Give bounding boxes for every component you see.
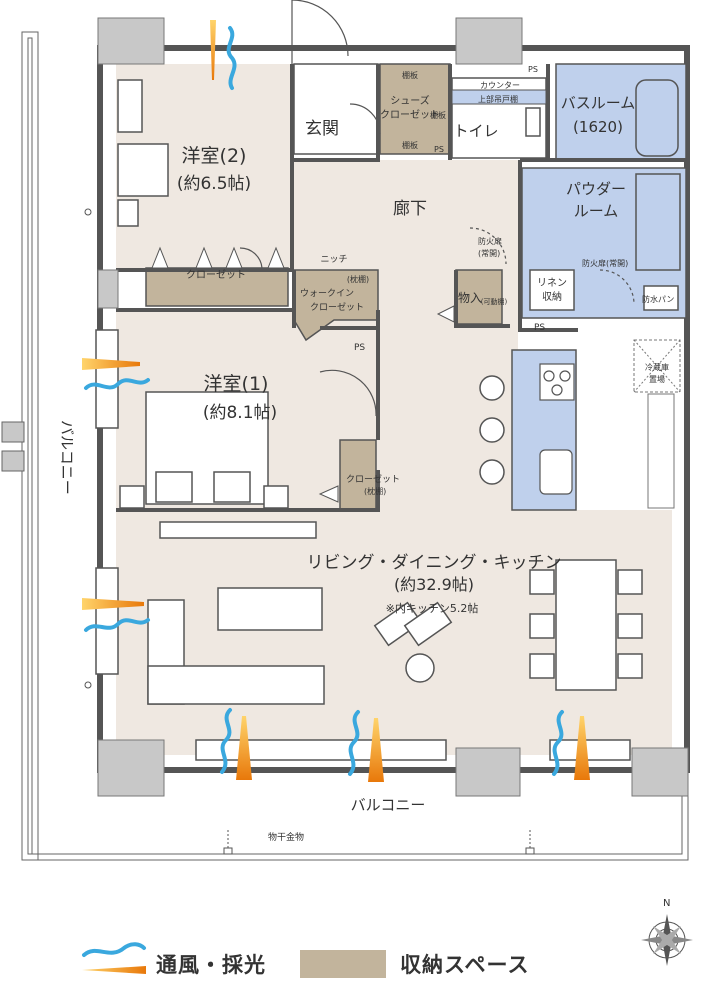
linen-storage bbox=[529, 269, 575, 311]
room-name-powder-2: ルーム bbox=[574, 202, 619, 220]
label-fire-door-1: 防火扉 bbox=[478, 236, 502, 246]
room-name-western-1: 洋室(1) bbox=[204, 373, 269, 395]
windows bbox=[95, 329, 631, 761]
room-name-ldk: リビング・ダイニング・キッチン bbox=[307, 553, 562, 573]
vent-bottom-1 bbox=[220, 708, 252, 780]
interior-walls bbox=[116, 64, 686, 512]
room-size-bathroom: (1620) bbox=[573, 118, 623, 136]
laundry-hanger bbox=[223, 830, 535, 855]
floor-areas bbox=[116, 64, 672, 755]
room-name-toilet: トイレ bbox=[453, 122, 498, 140]
legend-storage: 収納スペース bbox=[400, 942, 529, 986]
vent-left-1 bbox=[82, 358, 150, 390]
label-laundry: 物干金物 bbox=[268, 831, 304, 843]
ventilation-markers bbox=[82, 20, 590, 782]
label-closet-room1-shelf: (枕棚) bbox=[364, 486, 386, 496]
room-size-western-1: (約8.1帖) bbox=[203, 403, 277, 423]
label-waterproof-pan: 防水パン bbox=[642, 294, 674, 304]
compass: N bbox=[641, 898, 693, 966]
vent-left-2 bbox=[82, 598, 150, 632]
legend-ventilation-label: 通風・採光 bbox=[156, 953, 266, 977]
legend-ventilation: 通風・採光 bbox=[156, 942, 266, 986]
closet-doors bbox=[151, 246, 455, 503]
label-storeroom: 物入 bbox=[458, 291, 482, 305]
label-upper-cabinet: 上部吊戸棚 bbox=[478, 94, 518, 104]
vent-bottom-2 bbox=[348, 710, 384, 782]
label-linen-2: 収納 bbox=[542, 290, 562, 303]
label-shoes-shelf-mid: 棚板 bbox=[430, 110, 446, 120]
room-name-bathroom: バスルーム bbox=[561, 94, 636, 112]
label-fridge-2: 置場 bbox=[649, 374, 665, 384]
label-fridge-1: 冷蔵庫 bbox=[645, 362, 669, 372]
room-size-ldk: (約32.9帖) bbox=[394, 575, 474, 594]
label-balcony-bottom: バルコニー bbox=[351, 796, 426, 814]
label-ps-4: PS bbox=[534, 323, 545, 333]
room-note-ldk: ※内キッチン5.2帖 bbox=[386, 601, 479, 615]
label-ps-3: PS bbox=[354, 343, 365, 353]
label-ps-1: PS bbox=[434, 145, 444, 154]
room-name-western-2: 洋室(2) bbox=[182, 145, 247, 167]
vent-bottom-3 bbox=[552, 710, 590, 780]
room-size-western-2: (約6.5帖) bbox=[177, 174, 251, 194]
label-shoes-shelf-bot: 棚板 bbox=[402, 140, 418, 150]
structural-columns bbox=[97, 17, 689, 797]
label-closet-room1: クローゼット bbox=[346, 473, 400, 485]
label-niche: ニッチ bbox=[320, 254, 347, 265]
label-balcony-left: バルコニー bbox=[58, 420, 76, 495]
label-shoes-closet-2: クローゼット bbox=[380, 109, 440, 121]
compass-north-label: N bbox=[663, 898, 670, 909]
room-name-hallway: 廊下 bbox=[393, 199, 427, 219]
room-name-powder-1: パウダー bbox=[566, 180, 626, 198]
room-name-entrance: 玄関 bbox=[305, 119, 339, 139]
label-walkin-2: クローゼット bbox=[310, 301, 364, 313]
balcony-drains bbox=[84, 208, 92, 689]
label-closet-room2: クローゼット bbox=[186, 269, 246, 281]
entrance-floor bbox=[293, 63, 379, 155]
label-shoes-closet-1: シューズ bbox=[390, 94, 430, 107]
label-counter: カウンター bbox=[480, 81, 520, 90]
label-walkin-shelf: (枕棚) bbox=[347, 274, 369, 284]
label-walkin-1: ウォークイン bbox=[300, 288, 354, 299]
label-fire-door-1b: (常開) bbox=[478, 249, 500, 258]
legend-storage-swatch bbox=[300, 950, 386, 978]
storage-areas bbox=[145, 63, 503, 511]
vent-top bbox=[210, 20, 237, 90]
label-fire-door-2: 防火扉(常開) bbox=[582, 258, 628, 268]
label-linen-1: リネン bbox=[537, 277, 567, 289]
label-ps-2: PS bbox=[528, 65, 538, 74]
fridge-space bbox=[633, 339, 681, 509]
label-storeroom-shelf: (可動棚) bbox=[481, 297, 508, 306]
entrance-door bbox=[239, 0, 635, 417]
kitchen-fixtures bbox=[539, 363, 575, 495]
legend-ventilation-icon bbox=[82, 942, 146, 974]
label-shoes-shelf-top: 棚板 bbox=[402, 70, 418, 80]
legend-storage-label: 収納スペース bbox=[400, 953, 530, 977]
furniture bbox=[117, 79, 681, 705]
